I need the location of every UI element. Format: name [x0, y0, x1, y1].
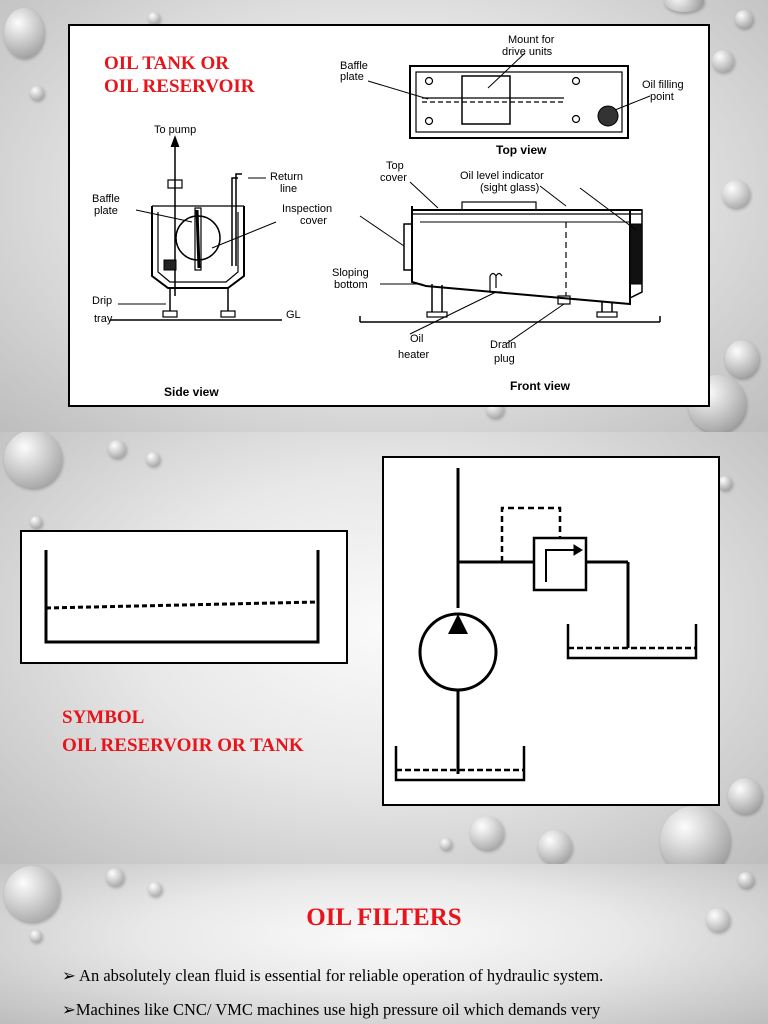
slide-title: OIL TANK OR OIL RESERVOIR [104, 52, 254, 98]
water-drop [30, 86, 44, 100]
water-drop [725, 340, 759, 378]
label-drain-plug-2: plug [494, 353, 515, 365]
label-sight-glass: (sight glass) [480, 182, 539, 194]
label-sloping-bottom-2: bottom [334, 279, 368, 291]
reservoir-symbol [44, 550, 320, 644]
label-drain-plug: Drain [490, 339, 516, 351]
return-tank [566, 624, 698, 660]
label-front-view: Front view [510, 379, 571, 393]
bullet-arrow-icon: ➢ [62, 1000, 76, 1019]
water-drop [4, 8, 44, 58]
reservoir-symbol-panel [20, 530, 348, 664]
water-drop [718, 476, 732, 490]
water-drop [148, 12, 160, 24]
bullet-item: ➢Machines like CNC/ VMC machines use hig… [62, 1000, 600, 1020]
water-drop [660, 806, 730, 864]
water-drop [538, 830, 572, 864]
water-drop [106, 868, 124, 886]
label-top-cover: Top [386, 160, 404, 172]
hydraulic-circuit-diagram [394, 468, 698, 782]
label-gl: GL [286, 309, 301, 321]
water-drop [706, 908, 730, 932]
label-top-view: Top view [496, 143, 547, 157]
label-oil-filling-2: point [650, 91, 674, 103]
water-drop [148, 882, 162, 896]
pump-arrow [448, 614, 468, 634]
symbol-caption-line-2: OIL RESERVOIR OR TANK [62, 735, 304, 756]
water-drop [738, 872, 754, 888]
oil-filters-title: OIL FILTERS [306, 904, 462, 931]
hydraulic-circuit-panel [382, 456, 720, 806]
oil-tank-diagram-panel: OIL TANK OR OIL RESERVOIR [68, 24, 710, 407]
label-side-view: Side view [164, 385, 219, 399]
slide-symbol: SYMBOL OIL RESERVOIR OR TANK [0, 432, 768, 864]
slide-oil-filters: OIL FILTERS ➢ An absolutely clean fluid … [0, 864, 768, 1024]
label-inspection-cover: Inspection [282, 203, 332, 215]
water-drop [664, 0, 704, 12]
symbol-caption: SYMBOL OIL RESERVOIR OR TANK [62, 704, 304, 760]
water-drop [4, 866, 60, 922]
symbol-caption-line-1: SYMBOL [62, 707, 145, 728]
label-baffle-plate-side: Baffle [92, 193, 120, 205]
label-sloping-bottom: Sloping [332, 267, 369, 279]
label-to-pump: To pump [154, 124, 196, 136]
title-line-1: OIL TANK OR [104, 53, 229, 74]
label-drip-tray: Drip [92, 295, 112, 307]
relief-valve [532, 536, 588, 592]
label-return-line-2: line [280, 183, 297, 195]
water-drop [735, 10, 753, 28]
label-oil-heater-2: heater [398, 349, 430, 361]
water-drop [30, 930, 42, 942]
water-drop [30, 516, 42, 528]
label-oil-filling: Oil filling [642, 79, 684, 91]
pilot-line [500, 506, 562, 562]
front-view-drawing [359, 181, 661, 345]
label-return-line: Return [270, 171, 303, 183]
label-drip-tray-2: tray [94, 313, 113, 325]
water-drop [712, 50, 734, 72]
diagram-labels: To pump Baffle plate Mount for drive uni… [92, 34, 684, 399]
slide-oil-tank: OIL TANK OR OIL RESERVOIR [0, 0, 768, 432]
label-mount-2: drive units [502, 46, 553, 58]
label-baffle-plate-top-2: plate [340, 71, 364, 83]
water-drop [728, 778, 762, 814]
label-oil-level-indicator: Oil level indicator [460, 170, 544, 182]
label-inspection-cover-2: cover [300, 215, 327, 227]
label-top-cover-2: cover [380, 172, 407, 184]
bullet-arrow-icon: ➢ [62, 966, 76, 985]
suction-tank [394, 746, 526, 782]
side-view-drawing [110, 135, 282, 321]
title-line-2: OIL RESERVOIR [104, 76, 255, 97]
water-drop [470, 816, 504, 850]
label-baffle-plate-top: Baffle [340, 60, 368, 72]
water-drop [146, 452, 160, 466]
label-oil-heater: Oil [410, 333, 423, 345]
water-drop [108, 440, 126, 458]
water-drop [722, 180, 750, 208]
oil-tank-drawing: To pump Baffle plate Mount for drive uni… [92, 34, 684, 399]
label-baffle-plate-side-2: plate [94, 205, 118, 217]
label-mount: Mount for [508, 34, 555, 46]
top-view-drawing [367, 52, 651, 139]
bullet-item: ➢ An absolutely clean fluid is essential… [62, 966, 603, 986]
water-drop [440, 838, 452, 850]
water-drop [4, 432, 62, 488]
bullet-text-1: An absolutely clean fluid is essential f… [79, 966, 604, 985]
bullet-text-2: Machines like CNC/ VMC machines use high… [75, 1000, 601, 1019]
